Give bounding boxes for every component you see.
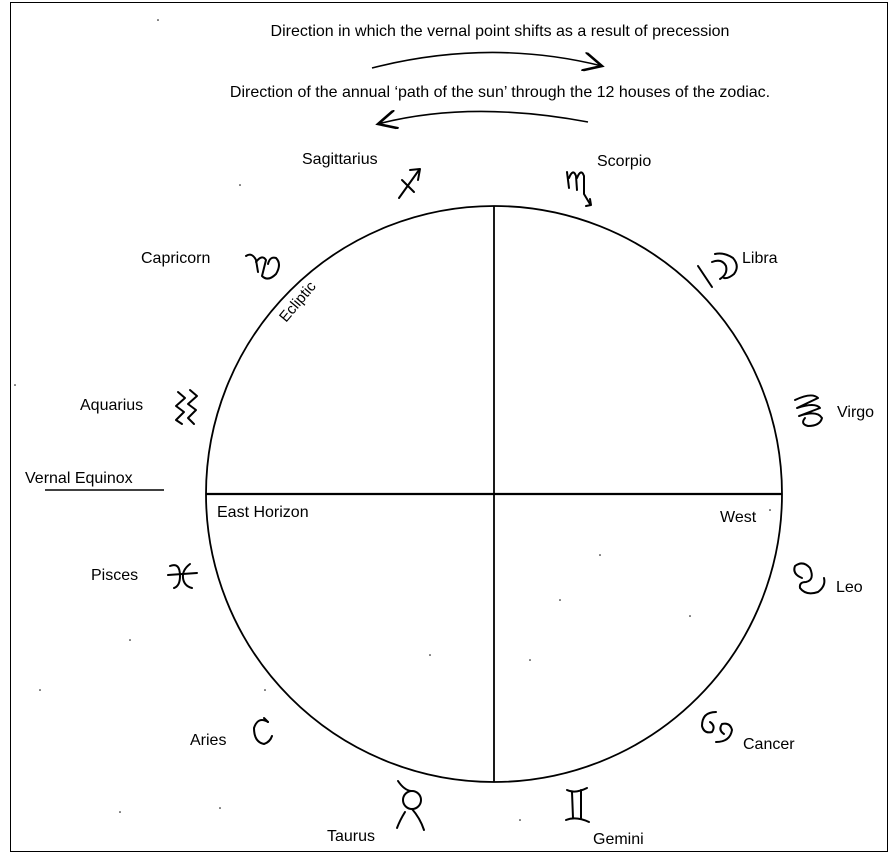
capricorn-label: Capricorn bbox=[141, 250, 210, 267]
pisces-label: Pisces bbox=[91, 567, 138, 584]
libra-label: Libra bbox=[742, 250, 778, 267]
vernal-equinox-label: Vernal Equinox bbox=[25, 470, 133, 487]
diagram-frame bbox=[10, 2, 888, 852]
pisces-symbol-icon bbox=[167, 563, 198, 589]
taurus-symbol-icon bbox=[396, 780, 425, 831]
precession-direction-label: Direction in which the vernal point shif… bbox=[271, 23, 730, 40]
taurus-label: Taurus bbox=[327, 828, 375, 845]
ecliptic-label: Ecliptic bbox=[276, 278, 320, 326]
scan-speckles bbox=[14, 19, 771, 821]
cancer-label: Cancer bbox=[743, 736, 795, 753]
aries-label: Aries bbox=[190, 732, 226, 749]
sun-path-arrow bbox=[378, 111, 589, 124]
aquarius-symbol-icon bbox=[175, 389, 198, 425]
precession-arrow bbox=[371, 51, 602, 68]
virgo-label: Virgo bbox=[837, 404, 874, 421]
leo-symbol-icon bbox=[793, 562, 826, 595]
scorpio-label: Scorpio bbox=[597, 153, 651, 170]
virgo-symbol-icon bbox=[794, 394, 823, 427]
aquarius-label: Aquarius bbox=[80, 397, 143, 414]
gemini-label: Gemini bbox=[593, 831, 644, 848]
aries-symbol-icon bbox=[253, 717, 273, 745]
capricorn-symbol-icon bbox=[245, 253, 280, 280]
libra-symbol-icon bbox=[697, 252, 738, 288]
gemini-symbol-icon bbox=[565, 787, 590, 823]
west-label: West bbox=[720, 509, 757, 526]
scorpio-symbol-icon bbox=[566, 171, 592, 207]
cancer-symbol-icon bbox=[701, 711, 733, 743]
leo-label: Leo bbox=[836, 579, 863, 596]
sagittarius-symbol-icon bbox=[398, 168, 421, 199]
sagittarius-label: Sagittarius bbox=[302, 151, 378, 168]
sun-path-direction-label: Direction of the annual ‘path of the sun… bbox=[230, 84, 770, 101]
east-horizon-label: East Horizon bbox=[217, 504, 309, 521]
